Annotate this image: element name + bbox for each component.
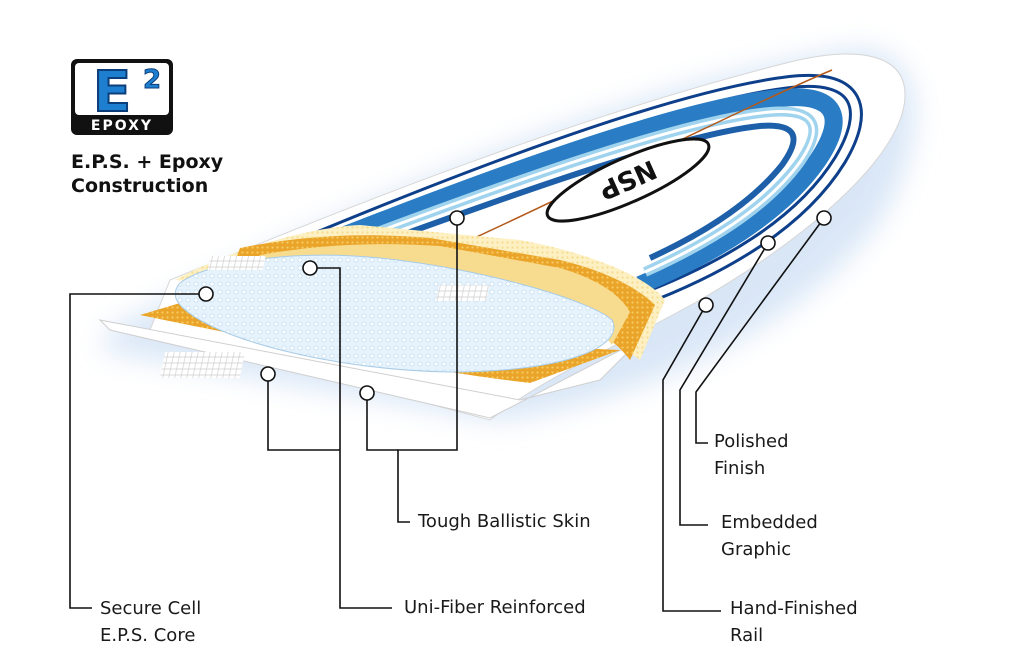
leader-polished [695, 217, 825, 444]
label-embedded-graphic: Embedded Graphic [721, 509, 818, 563]
hand-finished-rail-line-1: Hand-Finished [730, 598, 858, 619]
construction-heading: E.P.S. + Epoxy Construction [71, 150, 223, 198]
label-tough-ballistic-skin: Tough Ballistic Skin [418, 508, 591, 535]
callout-dot-skin-top [449, 210, 465, 226]
tough-ballistic-skin-line-1: Tough Ballistic Skin [418, 511, 591, 532]
secure-cell-core-line-1: Secure Cell [100, 598, 202, 619]
cross-section [98, 225, 665, 419]
heading-line-2: Construction [71, 175, 209, 197]
label-uni-fiber-reinforced: Uni-Fiber Reinforced [404, 594, 586, 621]
polished-finish-line-2: Finish [714, 458, 766, 479]
e2-logo-superscript: 2 [143, 65, 161, 95]
callout-dots [198, 210, 832, 401]
callout-dot-fiber-top [302, 260, 318, 276]
hand-finished-rail-line-2: Rail [730, 625, 764, 646]
callout-dot-core [198, 286, 214, 302]
leader-graphic [679, 242, 769, 526]
heading-line-1: E.P.S. + Epoxy [71, 151, 224, 173]
polished-finish-line-1: Polished [714, 431, 789, 452]
leader-ballistic-b [366, 393, 398, 451]
callout-dot-fiber-bottom [260, 366, 276, 382]
callout-dot-polished [816, 210, 832, 226]
callout-dot-skin-bottom [359, 385, 375, 401]
e2-logo-word: EPOXY [91, 118, 153, 134]
leader-uni-fiber-b [267, 374, 340, 451]
leader-secure-cell [69, 293, 206, 609]
eps-core-section [174, 254, 615, 373]
label-secure-cell-core: Secure Cell E.P.S. Core [100, 595, 201, 649]
e2-epoxy-logo: E 2 EPOXY [70, 58, 174, 136]
leader-uni-fiber-a [310, 267, 392, 609]
leader-rail [662, 304, 721, 612]
label-polished-finish: Polished Finish [714, 428, 789, 482]
embedded-graphic-line-2: Graphic [721, 539, 792, 560]
leader-lines [69, 217, 825, 612]
callout-dot-rail [698, 297, 714, 313]
secure-cell-core-line-2: E.P.S. Core [100, 625, 196, 646]
uni-fiber-reinforced-line-1: Uni-Fiber Reinforced [404, 597, 586, 618]
e2-logo-graphic: E 2 EPOXY [71, 59, 173, 135]
callout-dot-graphic [760, 235, 776, 251]
e2-logo-letter: E [93, 60, 131, 125]
label-hand-finished-rail: Hand-Finished Rail [730, 595, 858, 649]
embedded-graphic-line-1: Embedded [721, 512, 818, 533]
